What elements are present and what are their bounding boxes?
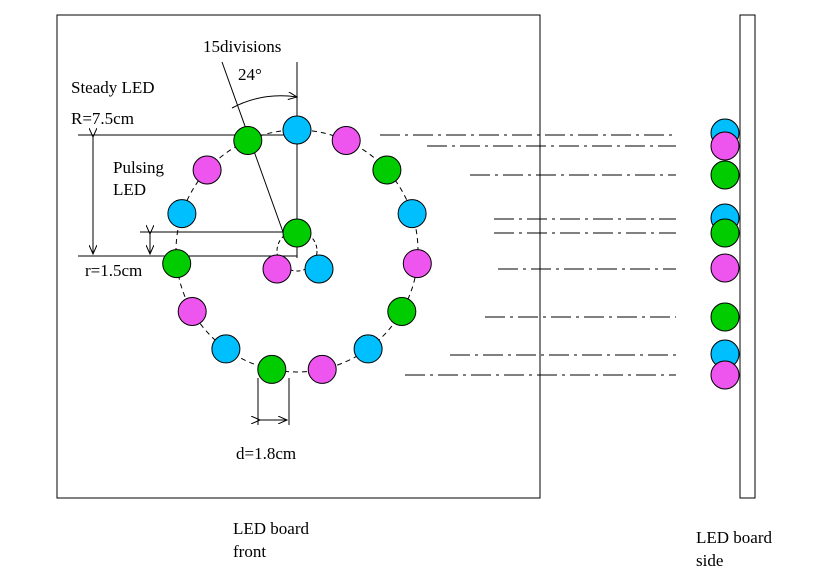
outer-led-green — [257, 354, 287, 384]
big-radius-label: R=7.5cm — [71, 109, 134, 128]
front-label-line2: front — [233, 542, 266, 561]
outer-led-magenta — [331, 126, 361, 155]
steady-led-label: Steady LED — [71, 78, 155, 97]
divisions-label: 15divisions — [203, 37, 281, 56]
side-led-green — [710, 302, 740, 332]
inner-led-blue — [304, 254, 334, 284]
outer-led-blue — [211, 334, 241, 364]
side-label-line1: LED board — [696, 528, 773, 547]
outer-ring-leds — [162, 115, 432, 384]
inner-led-green — [282, 218, 312, 248]
outer-led-blue — [167, 199, 197, 229]
outer-led-green — [162, 249, 192, 279]
side-led-green — [710, 160, 740, 190]
outer-led-magenta — [307, 354, 337, 384]
side-led-magenta — [710, 253, 740, 283]
outer-led-blue — [397, 199, 427, 229]
side-view-leds — [710, 118, 740, 390]
pulsing-label-line1: Pulsing — [113, 158, 165, 177]
side-led-magenta — [710, 131, 740, 161]
small-radius-label: r=1.5cm — [85, 261, 142, 280]
outer-led-green — [387, 297, 417, 326]
outer-led-magenta — [402, 249, 432, 279]
outer-led-green — [372, 155, 402, 185]
projection-lines — [380, 134, 676, 376]
outer-led-magenta — [192, 155, 222, 185]
pulsing-label-line2: LED — [113, 180, 146, 199]
outer-led-blue — [282, 115, 312, 145]
inner-ring-leds — [262, 218, 334, 284]
outer-led-blue — [353, 334, 383, 364]
outer-led-magenta — [177, 297, 207, 326]
side-label-line2: side — [696, 551, 723, 570]
front-board — [56, 14, 541, 499]
side-led-magenta — [710, 360, 740, 390]
outer-led-green — [233, 126, 263, 155]
front-label-line1: LED board — [233, 519, 310, 538]
side-board — [739, 14, 756, 499]
diameter-label: d=1.8cm — [236, 444, 296, 463]
inner-led-magenta — [262, 254, 292, 284]
side-led-green — [710, 218, 740, 248]
angle-label: 24° — [238, 65, 262, 84]
